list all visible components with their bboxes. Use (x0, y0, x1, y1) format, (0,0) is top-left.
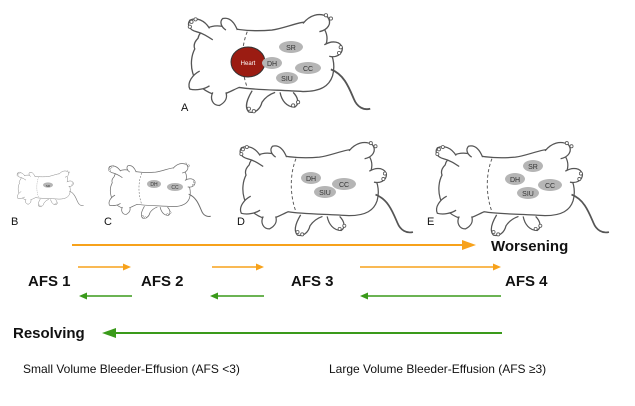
stage-resolving-arrow-2-1 (79, 292, 132, 300)
cc-label: CC (545, 183, 555, 190)
worsening-label: Worsening (491, 238, 569, 255)
dh-label: DH (150, 182, 158, 188)
cc-region (295, 62, 321, 74)
siu-region (276, 72, 298, 84)
panel-letter-a: A (181, 102, 189, 114)
stage-resolving-arrow-3-2 (210, 292, 264, 300)
panel-letter-d: D (237, 216, 245, 228)
stage-label-afs-2: AFS 2 (141, 273, 184, 290)
caption-large-volume: Large Volume Bleeder-Effusion (AFS ≥3) (329, 362, 547, 376)
cc-label: CC (171, 185, 179, 191)
sr-region (43, 182, 53, 188)
heart-label: Heart (241, 61, 256, 67)
dh-label: DH (306, 176, 316, 183)
sr-region (279, 41, 303, 53)
stage-resolving-arrow-4-3 (360, 292, 501, 300)
siu-region (517, 187, 539, 199)
cc-label: CC (339, 182, 349, 189)
cc-region (538, 179, 562, 191)
cat-panel-d: DH CC SIU (238, 140, 414, 237)
siu-label: SIU (319, 190, 331, 197)
panel-letter-b: B (11, 216, 19, 228)
cc-region (167, 183, 183, 191)
resolving-arrow (102, 328, 502, 338)
siu-label: SIU (522, 191, 534, 198)
dh-label: DH (267, 61, 277, 68)
stage-worsening-arrow-2-3 (212, 263, 264, 271)
siu-region (314, 186, 336, 198)
stage-label-afs-1: AFS 1 (28, 273, 71, 290)
dh-region (505, 173, 525, 185)
stage-worsening-arrow-3-4 (360, 263, 501, 271)
sr-label: SR (46, 184, 51, 188)
dh-region (147, 180, 161, 188)
sr-label: SR (528, 164, 538, 171)
sr-region (523, 160, 543, 172)
cat-panel-a: Heart SR DH CC SIU (187, 12, 372, 114)
dh-region (262, 57, 282, 69)
worsening-arrow (72, 240, 476, 250)
panel-letter-c: C (104, 216, 112, 228)
sr-label: SR (286, 45, 296, 52)
cc-region (332, 178, 356, 190)
siu-label: SIU (281, 76, 293, 83)
panel-letter-e: E (427, 216, 435, 228)
cat-panel-c: DH CC (108, 162, 212, 220)
cat-panel-b: SR (16, 170, 84, 208)
dh-region (301, 172, 321, 184)
stage-worsening-arrow-1-2 (78, 263, 131, 271)
caption-small-volume: Small Volume Bleeder-Effusion (AFS <3) (23, 362, 240, 376)
resolving-label: Resolving (13, 325, 85, 342)
cc-label: CC (303, 66, 313, 73)
dh-label: DH (510, 177, 520, 184)
stage-label-afs-3: AFS 3 (291, 273, 334, 290)
stage-label-afs-4: AFS 4 (505, 273, 548, 290)
cat-panel-e: SR DH CC SIU (434, 140, 610, 237)
